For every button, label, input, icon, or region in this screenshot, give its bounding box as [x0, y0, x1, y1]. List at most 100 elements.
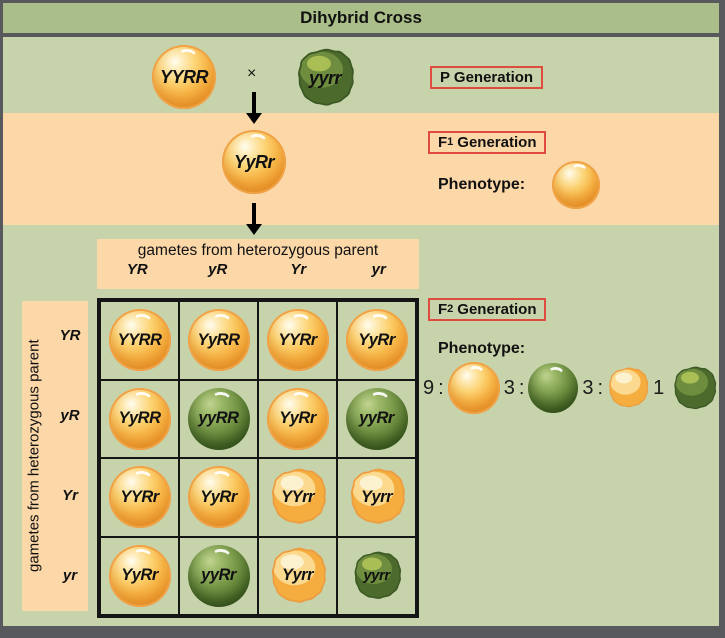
wrinkled-pea-shape [609, 367, 649, 408]
genotype-label: yyRr [201, 566, 236, 585]
row-label-3: yr [62, 567, 78, 584]
punnett-cell-r0c2: YYRr [258, 301, 337, 380]
pea: yyRR [187, 387, 250, 450]
gametes-side-header-text: gametes from heterozygous parent [25, 339, 43, 573]
p-generation-label-box: P Generation [430, 66, 544, 89]
punnett-cell-r2c1: YyRr [179, 458, 258, 537]
pea: yyRr [187, 544, 250, 607]
punnett-cell-r3c3: yyrr [337, 536, 416, 615]
ratio-count-2: 3 [582, 376, 594, 399]
column-label-1: yR [208, 261, 228, 278]
punnett-cell-r3c1: yyRr [179, 536, 258, 615]
pea: YYRr [108, 466, 171, 529]
f2-ratio-row: 9 : 3 : 3 : 1 [423, 359, 717, 417]
column-labels: YR yR Yr yr [97, 261, 419, 278]
pea: Yyrr [348, 468, 406, 526]
punnett-cell-r3c2: Yyrr [258, 536, 337, 615]
cross-symbol: × [247, 65, 257, 82]
down-arrow-f1-to-punnett [252, 203, 256, 224]
punnett-cell-r2c2: YYrr [258, 458, 337, 537]
pea: YYrr [269, 468, 327, 526]
punnett-cell-r2c0: YYRr [100, 458, 179, 537]
genotype-label: YYRR [159, 66, 209, 87]
pea: YyRr [187, 466, 250, 529]
ratio-count-1: 3 [503, 376, 515, 399]
f2-label-rest: Generation [457, 300, 537, 318]
ratio-count-0: 9 [423, 376, 435, 399]
punnett-cell-r1c3: yyRr [337, 379, 416, 458]
genotype-label: YYRR [117, 330, 162, 349]
f1-offspring-pea: YyRr [222, 130, 286, 194]
f1-band [3, 113, 719, 225]
pea: YYRr [266, 309, 329, 372]
pea: Yyrr [269, 547, 327, 605]
gametes-side-box: gametes from heterozygous parent YR yR Y… [22, 301, 88, 611]
pea: yyRr [345, 387, 408, 450]
genotype-label: Yyrr [360, 487, 393, 506]
genotype-label: yyRr [359, 409, 394, 428]
wrinkled-pea-shape [271, 547, 326, 603]
page-title: Dihybrid Cross [300, 8, 422, 27]
punnett-cell-r1c1: yyRR [179, 379, 258, 458]
f1-phenotype-pea [552, 161, 600, 209]
row-label-1: yR [60, 407, 80, 424]
f2-label-f: F [438, 300, 448, 318]
pea: YyRR [187, 309, 250, 372]
f1-phenotype-label: Phenotype: [438, 176, 526, 193]
genotype-label: YyRr [279, 409, 316, 428]
gametes-top-header-text: gametes from heterozygous parent [137, 242, 379, 259]
genotype-label: YyRR [118, 409, 161, 428]
ratio-separator-2: : [597, 376, 604, 399]
punnett-cell-r1c2: YyRr [258, 379, 337, 458]
punnett-cell-r0c0: YYRR [100, 301, 179, 380]
punnett-cell-r0c1: YyRR [179, 301, 258, 380]
ratio-count-3: 1 [653, 376, 665, 399]
punnett-cell-r2c3: Yyrr [337, 458, 416, 537]
ratio-separator-1: : [518, 376, 525, 399]
ratio-pea-3 [672, 365, 717, 411]
p-parent1-pea: YYRR [152, 45, 216, 109]
row-label-2: Yr [62, 487, 78, 504]
genotype-label: YyRR [197, 330, 240, 349]
wrinkled-pea-shape [354, 551, 401, 599]
ratio-separator-0: : [438, 376, 444, 399]
genotype-label: yyrr [363, 567, 390, 585]
genotype-label: yyRR [198, 409, 239, 428]
punnett-cell-r3c0: YyRr [100, 536, 179, 615]
ratio-pea-1 [528, 363, 579, 413]
f1-label-rest: Generation [457, 133, 537, 151]
column-label-2: Yr [290, 261, 307, 278]
genotype-label: YyRr [233, 151, 275, 172]
punnett-cell-r1c0: YyRR [100, 379, 179, 458]
wrinkled-pea-shape [674, 365, 717, 409]
p-generation-label: P Generation [440, 68, 534, 86]
genotype-label: YYrr [281, 487, 314, 506]
wrinkled-pea-shape [350, 468, 405, 524]
genotype-label: YyRr [358, 330, 395, 349]
genotype-label: YYRr [278, 330, 317, 349]
column-label-0: YR [126, 261, 148, 278]
pea: YYRR [108, 309, 171, 372]
down-arrow-p-to-f1 [252, 92, 256, 113]
pea: yyrr [352, 551, 402, 601]
pea: YyRr [108, 544, 171, 607]
row-label-0: YR [59, 327, 81, 344]
wrinkled-pea-shape [271, 468, 326, 524]
punnett-grid: YYRR YyRR YYRr YyRr YyRR yyRR YyRr yyRr … [97, 298, 419, 618]
f1-label-f: F [438, 133, 448, 151]
ratio-pea-0 [447, 362, 500, 414]
pea: YyRr [345, 309, 408, 372]
wrinkled-pea-shape [298, 48, 354, 106]
p-parent2-pea: yyrr [295, 48, 355, 108]
genotype-label: Yyrr [281, 566, 314, 585]
pea: YyRr [266, 387, 329, 450]
genotype-label: YYRr [120, 487, 159, 506]
pea: YyRR [108, 387, 171, 450]
title-bar: Dihybrid Cross [3, 3, 719, 37]
f2-phenotype-label: Phenotype: [438, 340, 526, 357]
ratio-pea-2 [607, 367, 649, 409]
gametes-top-header-box: gametes from heterozygous parent YR yR Y… [97, 239, 419, 289]
